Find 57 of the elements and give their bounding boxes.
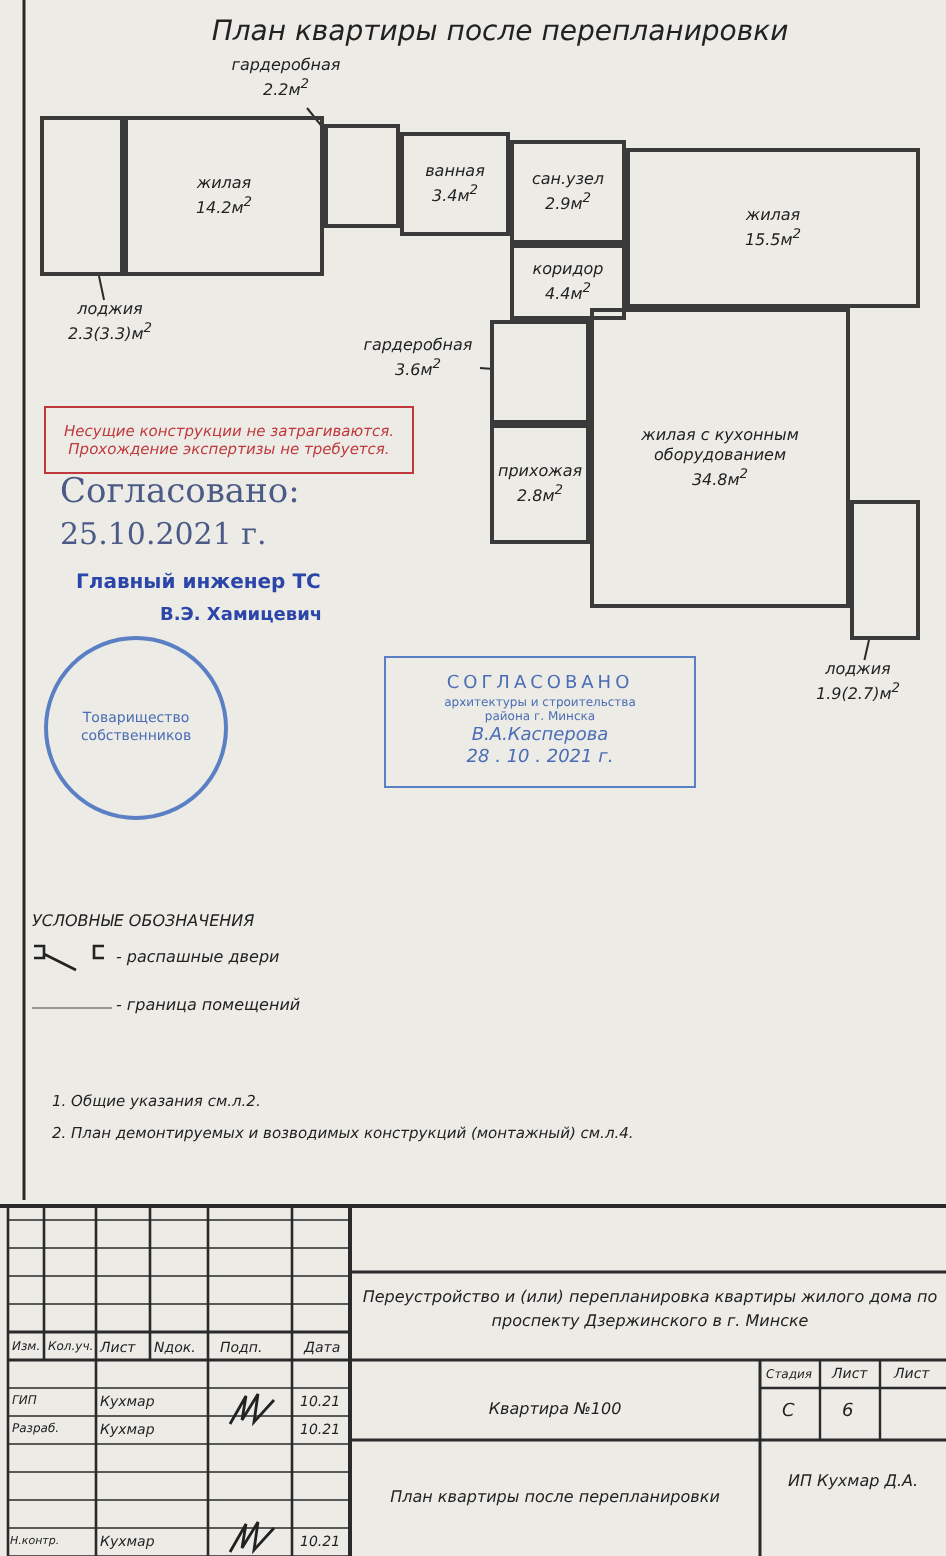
stamp-date: 28 . 10 . 2021 г. <box>466 748 614 771</box>
leader-line <box>97 275 106 301</box>
project-title: Переустройство и (или) перепланировка квартиры жилого дома по проспекту Дзержинского в г. Минске <box>360 1286 940 1334</box>
plan-title: План квартиры после перепланировки <box>209 16 791 48</box>
room-outline <box>400 132 510 236</box>
room-outline <box>510 244 626 320</box>
area-value: 4.4м$^{2}$ <box>544 279 591 305</box>
sheet-number: 6 <box>842 1402 854 1422</box>
approval-stamp <box>384 656 696 788</box>
legend-heading: УСЛОВНЫЕ ОБОЗНАЧЕНИЯ <box>32 912 255 930</box>
area-value: 3.6м$^{2}$ <box>392 356 443 383</box>
room-name: гардеробная <box>229 56 343 77</box>
room-outline <box>850 500 920 640</box>
area-value: 2.9м$^{2}$ <box>544 189 591 215</box>
area-value: 3.4м$^{2}$ <box>431 181 478 207</box>
handwritten-note: Согласовано: <box>60 472 300 512</box>
leader-line <box>863 639 870 661</box>
room-outline <box>490 424 590 544</box>
room-name: лоджия <box>823 660 893 681</box>
area-value: 15.5м$^{2}$ <box>744 225 802 251</box>
room-name: сан.узел <box>531 169 605 190</box>
area-value: 14.2м$^{2}$ <box>195 193 253 219</box>
room-outline <box>40 116 124 276</box>
round-seal <box>44 636 228 820</box>
area-value: 2.2м$^{2}$ <box>260 76 311 103</box>
room-name: лоджия <box>75 300 145 321</box>
room-name: гардеробная <box>361 336 475 357</box>
handwritten-signature: В.А.Касперова <box>471 725 609 748</box>
legend-text: - граница помещений <box>116 996 301 1014</box>
leader-line <box>306 107 325 130</box>
room-outline <box>626 148 920 308</box>
author-name: ИП Кухмар Д.А. <box>785 1472 921 1490</box>
room-name: жилая с кухонным оборудованием <box>639 425 801 466</box>
handwritten-date: 25.10.2021 г. <box>60 516 267 552</box>
room-name: жилая <box>196 173 252 194</box>
room-outline <box>490 320 590 424</box>
area-value: 34.8м$^{2}$ <box>691 465 749 491</box>
room-outline <box>324 124 400 228</box>
sheet-title: План квартиры после перепланировки <box>388 1488 722 1506</box>
stamp-heading: СОГЛАСОВАНО <box>446 673 634 696</box>
room-name: ванная <box>425 161 485 182</box>
legend-text: - распашные двери <box>116 948 280 966</box>
area-value: 2.8м$^{2}$ <box>516 481 563 507</box>
area-value: 1.9(2.7)м$^{2}$ <box>814 680 902 707</box>
stage-value: С <box>782 1402 795 1422</box>
area-value: 2.3(3.3)м$^{2}$ <box>66 320 154 347</box>
room-name: жилая <box>745 205 801 226</box>
room-outline <box>590 308 850 608</box>
stamp-box <box>44 406 414 474</box>
room-name: коридор <box>532 259 604 280</box>
stamp-title: Главный инженер ТС <box>76 572 321 594</box>
room-outline <box>510 140 626 244</box>
leader-line <box>479 367 491 370</box>
room-outline <box>124 116 324 276</box>
stamp-name: В.Э. Хамицевич <box>160 606 323 626</box>
room-name: прихожая <box>497 461 583 482</box>
sheet-title: Квартира №100 <box>486 1400 624 1418</box>
